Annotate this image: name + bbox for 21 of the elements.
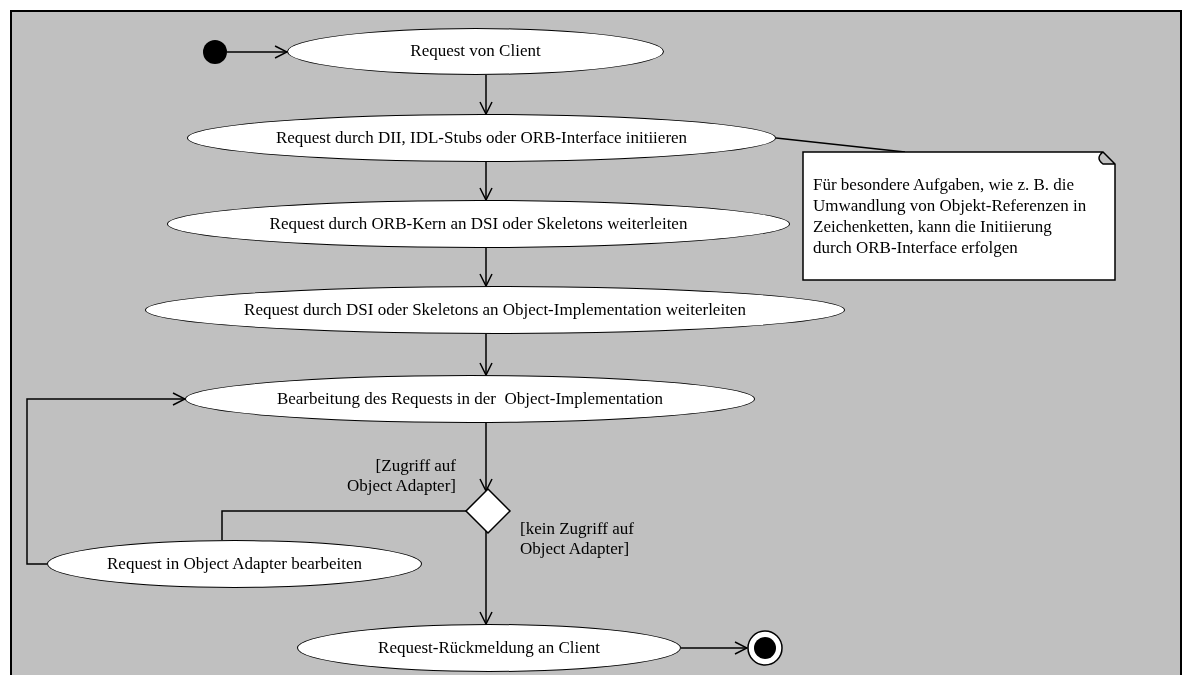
arrow xyxy=(479,530,493,625)
activity-label: Bearbeitung des Requests in der Object-Implementation xyxy=(276,388,664,410)
arrow xyxy=(479,161,493,201)
activity-label: Request in Object Adapter bearbeiten xyxy=(107,553,362,575)
note-box xyxy=(803,152,1115,280)
start-node xyxy=(203,40,227,64)
note-text: Für besondere Aufgaben, wie z. B. die Umwandlung von Objekt-Referenzen in Zeichenketten, kann die Initiierung durch ORB-Interface erfolgen xyxy=(812,173,1088,259)
decision-diamond xyxy=(466,489,510,533)
end-node xyxy=(747,630,783,666)
activity-label: Request von Client xyxy=(410,41,541,62)
activity-label: Request durch DII, IDL-Stubs oder ORB-Interface initiieren xyxy=(275,127,688,149)
activity-label: Request durch ORB-Kern an DSI oder Skeletons weiterleiten xyxy=(269,213,688,235)
arrow xyxy=(479,422,493,492)
arrow xyxy=(680,641,748,655)
arrow xyxy=(479,247,493,287)
activity-label: Request durch DSI oder Skeletons an Object-Implementation weiterleiten xyxy=(244,299,746,321)
activity-label: Request-Rückmeldung an Client xyxy=(378,637,600,659)
arrow xyxy=(226,45,288,59)
arrow xyxy=(26,392,186,565)
arrow xyxy=(479,74,493,115)
arrow xyxy=(479,333,493,376)
